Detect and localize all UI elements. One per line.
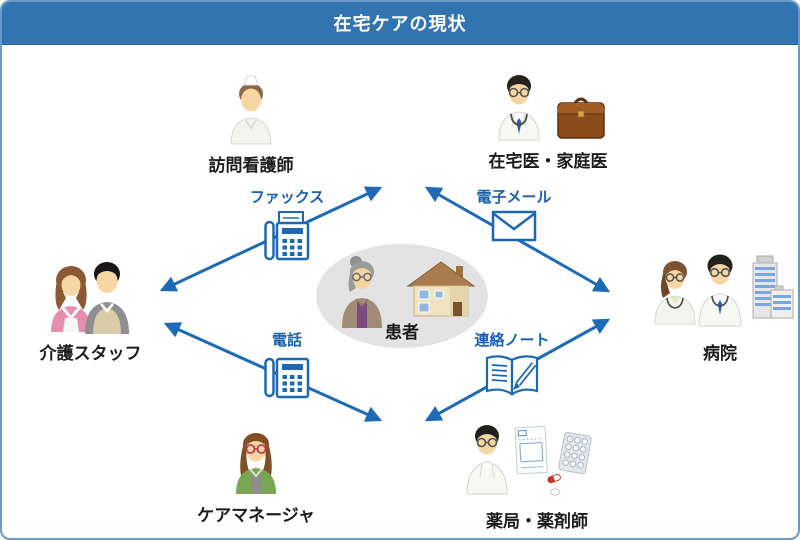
title-banner: 在宅ケアの現状: [2, 2, 798, 45]
care-manager-label: ケアマネージャ: [197, 506, 315, 525]
fax-label: ファックス: [249, 189, 325, 206]
channel-email: 電子メール: [466, 186, 562, 242]
phone-label: 電話: [271, 332, 302, 349]
page-title: 在宅ケアの現状: [333, 14, 467, 34]
node-pharmacy: 薬局・薬剤師: [447, 420, 627, 532]
pill-blister-icon: [558, 431, 592, 475]
care-manager-icon: [236, 433, 276, 494]
doctor-icon: [498, 75, 540, 141]
pharmacist-person-icon: [466, 425, 508, 495]
fax-icon: [264, 211, 310, 261]
hospital-building-icon: [752, 255, 794, 319]
pharmacy-label: 薬局・薬剤師: [486, 512, 588, 531]
home-doctor-label: 在宅医・家庭医: [488, 152, 608, 171]
node-hospital: 病院: [644, 250, 796, 364]
email-label: 電子メール: [476, 189, 552, 206]
hospital-icon: [654, 254, 794, 327]
care-staff-icon: [50, 262, 129, 334]
medicine-bag-icon: [514, 425, 548, 475]
channel-note: 連絡ノート: [460, 329, 564, 399]
note-label: 連絡ノート: [474, 332, 550, 349]
channel-fax: ファックス: [242, 186, 332, 262]
pharmacist-icon: [466, 425, 592, 496]
node-care-staff: 介護スタッフ: [18, 252, 163, 364]
nurse-label: 訪問看護師: [208, 156, 294, 175]
notebook-icon: [485, 355, 539, 396]
node-nurse: 訪問看護師: [185, 72, 317, 176]
channel-phone: 電話: [242, 329, 332, 401]
phone-icon: [264, 357, 310, 399]
hospital-label: 病院: [703, 344, 737, 363]
capsule-icon: [547, 473, 561, 496]
care-staff-label: 介護スタッフ: [39, 344, 142, 363]
female-doctor-icon: [654, 261, 696, 325]
briefcase-icon: [557, 97, 605, 139]
patient-label: 患者: [385, 323, 419, 342]
male-doctor-icon: [698, 254, 742, 327]
node-home-doctor: 在宅医・家庭医: [457, 66, 639, 172]
node-care-manager: ケアマネージャ: [186, 422, 326, 526]
email-icon: [491, 210, 537, 242]
nurse-icon: [230, 75, 272, 145]
